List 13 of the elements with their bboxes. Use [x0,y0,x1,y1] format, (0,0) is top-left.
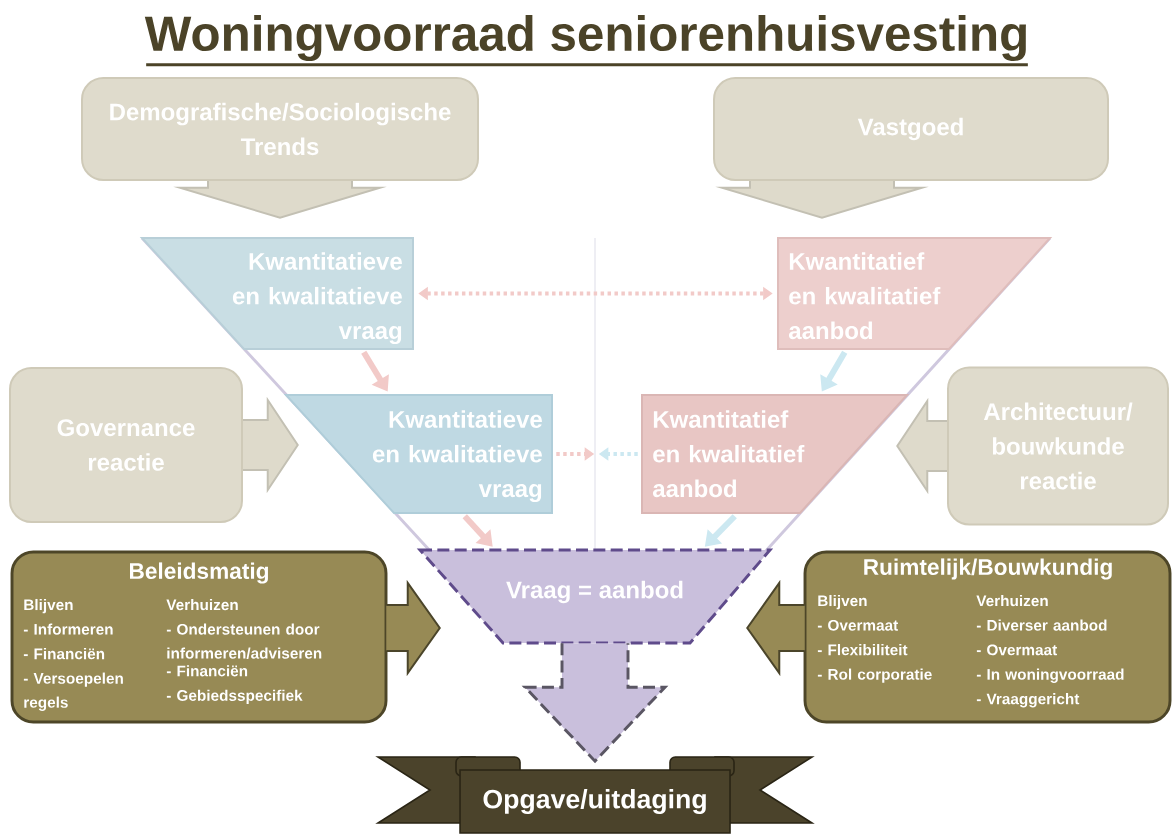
info-panel: Ruimtelijk/Bouwkundig Blijven - Overmaat - Flexibiliteit - Rol corporatie Verhuizen - Diverser aanbod - Overmaat - In woningvoorraad - Vraaggericht [803,550,1172,724]
ribbon-banner: Opgave/uitdaging [375,756,815,834]
info-panel: Beleidsmatig Blijven - Informeren - Financiën - Versoepelen regels Verhuizen - Ondersteunen door informeren/adviseren - Financiën - Gebiedsspecifiek [10,550,388,724]
block-arrow [173,180,387,219]
block-arrow [521,641,669,764]
trapezoid-box: Kwantitatief en kwalitatief aanbod [641,394,910,514]
title: Woningvoorraad seniorenhuisvesting [144,14,1028,67]
block-arrow [715,180,929,219]
arrow [462,514,493,547]
block-arrow [242,396,299,494]
block-arrow [746,579,806,677]
block-arrow [385,579,441,677]
block-arrow [896,397,948,495]
